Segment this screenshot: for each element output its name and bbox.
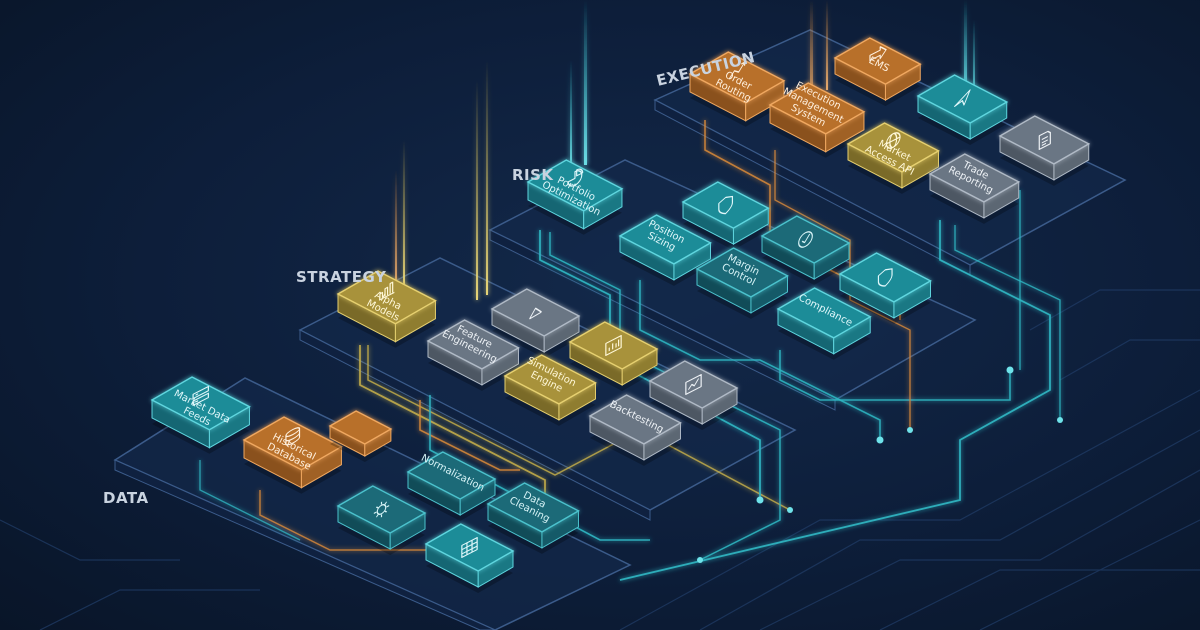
connector-node [1006,366,1014,374]
module-gear-tile [336,485,427,555]
connector [367,345,791,511]
module-execution-mgmt: ExecutionManagementSystem [768,80,866,158]
nodes-icon [529,307,542,320]
module-chart-tile [568,321,659,391]
module-portfolio-opt: PortfolioOptimization [526,159,624,235]
module-ems: EMS [833,37,922,107]
connector-node [756,496,764,504]
module-data-cleaning: DataCleaning [486,482,580,554]
layer-label-risk: RISK [512,166,554,184]
document-icon [1038,130,1051,151]
connector-nodes [697,366,1063,563]
beam [570,60,572,170]
module-market-access: MarketAccess API [846,122,940,194]
gear-icon [373,501,390,518]
layer-label-data: DATA [103,489,149,507]
database-icon [285,427,301,446]
connector [779,350,1011,401]
module-simulation: SimulationEngine [503,354,597,426]
shield-icon [718,195,734,215]
connector-node [697,557,703,563]
module-market-data: Market DataFeeds [150,376,251,454]
beam [403,140,405,290]
check-icon [798,231,813,248]
connector [419,400,520,471]
table-icon [461,536,478,559]
module-block-tile [328,410,393,462]
module-line-tile [648,360,739,430]
beam [584,0,587,165]
light-beams [395,0,975,300]
send-icon [954,89,971,107]
module-historical-db: HistoricalDatabase [242,416,343,494]
connector [954,225,1061,420]
connector-node [787,507,793,513]
beam [395,170,397,290]
module-check-tile [760,215,851,285]
beam [826,0,828,90]
module-send-tile [916,74,1009,145]
connector [199,460,301,541]
module-feature-eng: FeatureEngineering [426,319,520,391]
module-shield-tile [838,252,932,324]
beam [973,20,975,105]
modules: OrderRouting EMSExecutionManagementSystem… [150,37,1091,593]
arrow-right-icon [869,46,887,62]
globe-icon [885,132,901,149]
server-icon [192,385,209,407]
module-compliance: Compliance [776,287,872,360]
module-normalization: Normalization [406,451,497,521]
chart-up-icon [728,61,746,79]
module-nodes-tile [490,288,581,358]
connector-node [876,436,884,444]
module-trade-reporting: TradeReporting [928,153,1021,224]
beam [486,60,488,295]
bars-icon [379,281,395,301]
layer-label-strategy: STRATEGY [296,268,387,286]
connector [359,345,546,505]
beam [964,0,967,100]
shield-icon [877,268,893,287]
connector-node [1057,417,1063,423]
line-icon [685,373,702,396]
connector [619,220,1051,581]
chart-icon [605,334,622,357]
module-position-sizing: PositionSizing [618,214,712,286]
beam [810,0,813,120]
connector-node [907,427,913,433]
connector [639,280,881,440]
pie-icon [567,168,584,187]
module-alpha-models: AlphaModels [336,270,437,348]
module-order-routing: OrderRouting [688,51,786,127]
module-document-tile [998,115,1091,186]
background-circuit-traces [0,289,1200,630]
beam [476,80,478,300]
module-margin-control: MarginControl [695,247,789,319]
module-table-tile [424,523,515,593]
connector [259,490,430,551]
module-shield-tile [681,181,770,251]
